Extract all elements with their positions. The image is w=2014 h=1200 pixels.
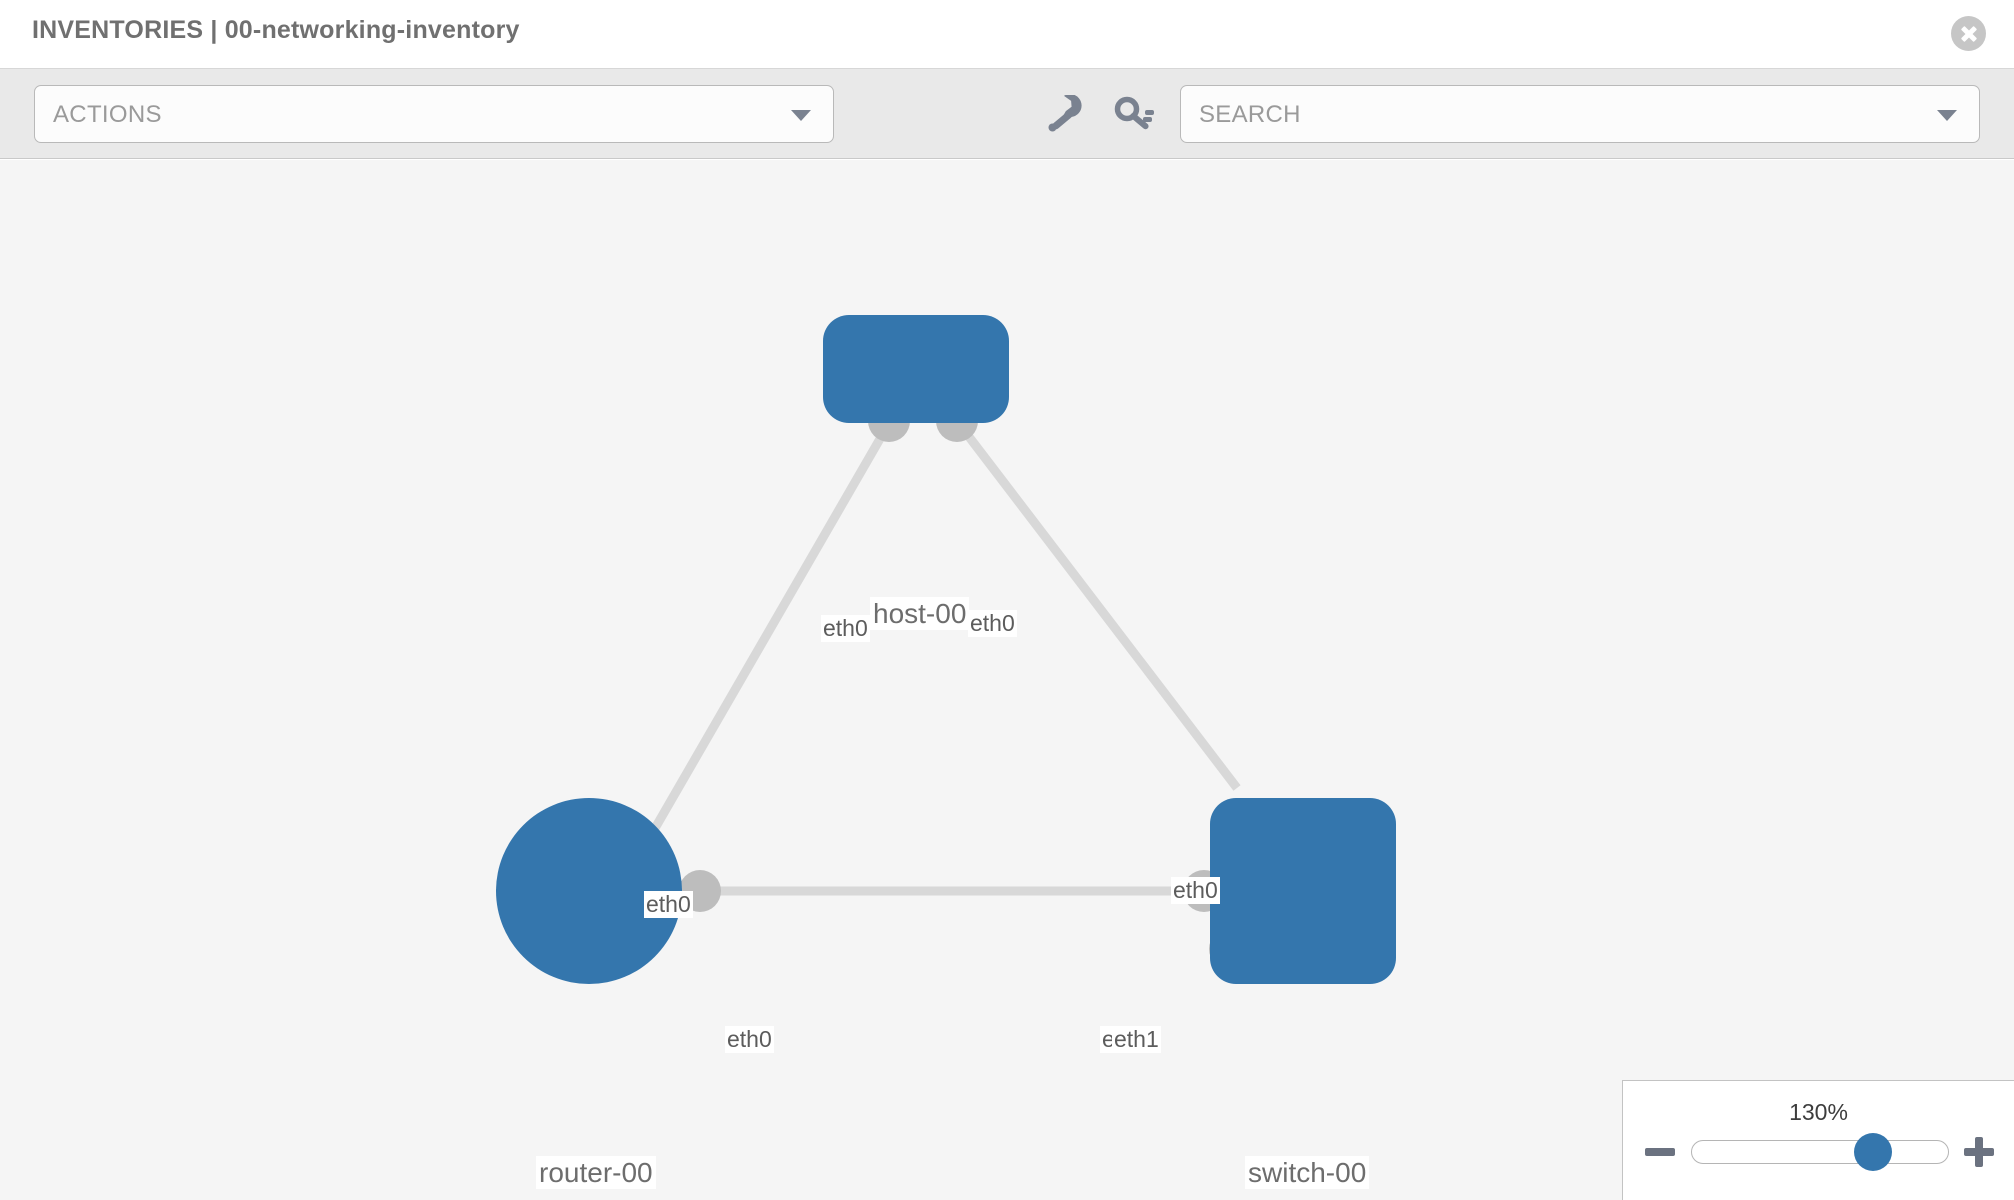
interface-label-router-right: eth0 (725, 1026, 774, 1054)
topology-links (624, 422, 1241, 896)
actions-dropdown[interactable]: ACTIONS (34, 85, 834, 143)
zoom-slider[interactable] (1691, 1133, 1949, 1171)
interface-label-switch-left-b: eth1 (1112, 1026, 1161, 1054)
page-title: INVENTORIES | 00-networking-inventory (32, 16, 520, 44)
chevron-down-icon (791, 110, 811, 121)
actions-dropdown-label: ACTIONS (53, 101, 162, 128)
chevron-down-icon[interactable] (1937, 110, 1957, 121)
topology-canvas[interactable]: host-00 eth0 eth0 router-00 eth0 eth0 (0, 160, 2014, 1200)
node-shape (1210, 798, 1396, 984)
node-label-host-00: host-00 (870, 597, 970, 631)
toolbar: ACTIONS SEARCH (0, 69, 2014, 159)
zoom-in-button[interactable] (1962, 1135, 1996, 1169)
close-icon[interactable] (1951, 16, 1986, 51)
zoom-level-value: 130% (1789, 1099, 1848, 1125)
node-label-router-00: router-00 (536, 1156, 656, 1190)
interface-label-host-left: eth0 (821, 615, 870, 643)
wrench-icon[interactable] (1044, 95, 1088, 135)
zoom-control-panel: 130% (1622, 1080, 2014, 1200)
zoom-out-button[interactable] (1643, 1135, 1677, 1169)
search-placeholder: SEARCH (1199, 101, 1301, 128)
interface-label-switch-up: eth0 (1171, 877, 1220, 905)
key-icon[interactable] (1113, 95, 1157, 135)
node-shape (823, 315, 1009, 423)
search-input[interactable]: SEARCH (1180, 85, 1980, 143)
interface-label-router-up: eth0 (644, 891, 693, 919)
node-label-switch-00: switch-00 (1245, 1156, 1370, 1190)
page-header: INVENTORIES | 00-networking-inventory (0, 0, 2014, 69)
zoom-slider-thumb[interactable] (1854, 1133, 1892, 1171)
interface-label-host-right: eth0 (968, 610, 1017, 638)
